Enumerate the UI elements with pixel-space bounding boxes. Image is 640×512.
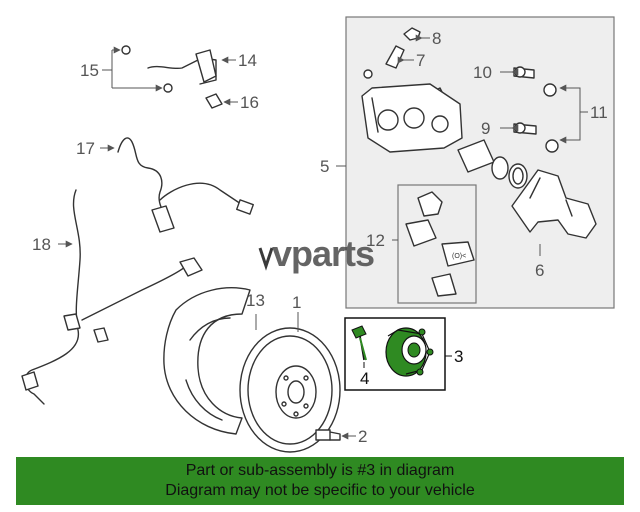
caliper-bracket: 6	[511, 169, 597, 280]
callout-16: 16	[240, 93, 259, 112]
banner-line-2: Diagram may not be specific to your vehi…	[165, 482, 475, 499]
svg-text:(O)<: (O)<	[452, 253, 466, 260]
part-8-clip: 8	[403, 27, 441, 48]
part-14-15-sensor-bracket: 15 14 16	[80, 45, 259, 112]
part-1-brake-rotor: 1	[239, 293, 341, 453]
part-7-shim: 7	[385, 45, 425, 70]
callout-7: 7	[416, 51, 425, 70]
hub-assembly-highlight: 4 3	[344, 317, 463, 391]
callout-13: 13	[246, 291, 265, 310]
part-10-guide-pin: 10	[473, 63, 557, 97]
watermark-text: vparts	[272, 233, 374, 274]
banner-line-1: Part or sub-assembly is #3 in diagram	[185, 462, 455, 479]
callout-18: 18	[32, 235, 51, 254]
callout-3: 3	[454, 347, 463, 366]
part-18-abs-harness: 18	[21, 189, 203, 405]
callout-9: 9	[481, 119, 490, 138]
watermark: vparts	[258, 233, 375, 274]
callout-8: 8	[432, 29, 441, 48]
callout-14: 14	[238, 51, 257, 70]
callout-5: 5	[320, 157, 329, 176]
callout-6: 6	[535, 261, 544, 280]
part-13-dust-shield: 13	[163, 287, 265, 435]
callout-11: 11	[590, 103, 608, 122]
callout-12: 12	[366, 231, 385, 250]
callout-1: 1	[292, 293, 301, 312]
part-17-wheel-speed-sensor: 17	[76, 137, 254, 233]
callout-4: 4	[360, 369, 369, 388]
callout-2: 2	[358, 427, 367, 446]
brake-pad-kit: (O)< 12	[366, 191, 475, 297]
caliper-body	[361, 83, 463, 153]
part-9-guide-pin: 9	[481, 119, 559, 153]
piston-and-seals	[457, 139, 528, 189]
callout-10: 10	[473, 63, 492, 82]
fitment-banner: Part or sub-assembly is #3 in diagram Di…	[16, 457, 624, 505]
callout-17: 17	[76, 139, 95, 158]
callout-15: 15	[80, 61, 99, 80]
part-5-leader: 5	[320, 157, 346, 176]
part-11-boots-leader: 11	[559, 84, 608, 144]
part-2-wheel-bolt: 2	[315, 427, 367, 446]
